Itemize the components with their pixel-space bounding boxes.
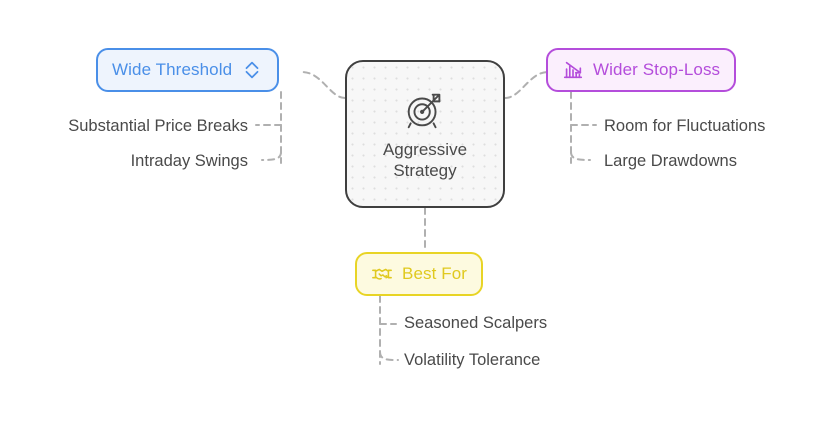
leaf-label: Substantial Price Breaks <box>68 117 248 135</box>
declining-bar-chart-icon <box>562 59 584 81</box>
branch-node-bestfor[interactable]: Best For <box>355 252 484 296</box>
leaf-label: Large Drawdowns <box>604 152 737 170</box>
leaf-label: Room for Fluctuations <box>604 117 766 135</box>
edge-central-stoploss <box>504 71 549 99</box>
edge-stoploss-leaf-1 <box>570 151 591 161</box>
central-node-label: Aggressive Strategy <box>382 140 468 180</box>
leaf-label: Volatility Tolerance <box>404 351 541 369</box>
leaf-label: Intraday Swings <box>130 152 248 170</box>
chevron-up-down-icon <box>241 59 263 81</box>
leaf-label: Seasoned Scalpers <box>404 314 548 332</box>
edge-threshold-leaf-1 <box>261 151 282 161</box>
branch-node-stoploss[interactable]: Wider Stop-Loss <box>546 48 737 92</box>
edge-bestfor-leaf-1 <box>379 351 399 361</box>
target-arrow-icon <box>402 87 448 133</box>
branch-label-bestfor: Best For <box>402 264 468 283</box>
central-node[interactable]: Aggressive Strategy <box>345 60 505 208</box>
edge-central-threshold <box>301 71 346 99</box>
branch-label-stoploss: Wider Stop-Loss <box>593 60 721 79</box>
branch-label-threshold: Wide Threshold <box>112 60 233 79</box>
handshake-icon <box>371 263 393 285</box>
branch-node-threshold[interactable]: Wide Threshold <box>96 48 280 92</box>
